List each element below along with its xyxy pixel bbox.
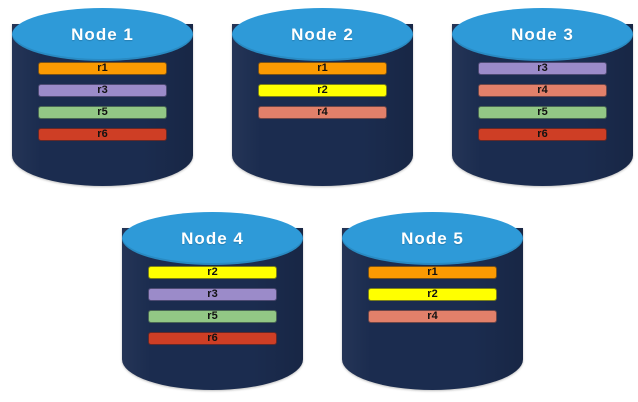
node-4-top-ellipse [122, 212, 303, 265]
node-3-top-ellipse [452, 8, 633, 61]
node-1-replica-list: r1 r3 r5 r6 [12, 62, 193, 141]
node-3-label: Node 3 [511, 24, 574, 44]
replica-bar[interactable]: r2 [148, 266, 277, 279]
node-2-top-ellipse [232, 8, 413, 61]
replica-bar[interactable]: r2 [368, 288, 497, 301]
node-2-replica-list: r1 r2 r4 [232, 62, 413, 119]
node-3-cylinder[interactable]: Node 3 r3 r4 r5 r6 [452, 8, 633, 186]
node-4-cylinder[interactable]: Node 4 r2 r3 r5 r6 [122, 212, 303, 390]
replica-bar[interactable]: r3 [478, 62, 607, 75]
node-2-cylinder[interactable]: Node 2 r1 r2 r4 [232, 8, 413, 186]
replica-bar[interactable]: r1 [38, 62, 167, 75]
replica-bar[interactable]: r3 [38, 84, 167, 97]
replica-bar[interactable]: r5 [478, 106, 607, 119]
node-1-label: Node 1 [71, 24, 134, 44]
replica-bar[interactable]: r4 [478, 84, 607, 97]
node-4-replica-list: r2 r3 r5 r6 [122, 266, 303, 345]
replica-bar[interactable]: r4 [368, 310, 497, 323]
replica-bar[interactable]: r2 [258, 84, 387, 97]
node-1-cylinder[interactable]: Node 1 r1 r3 r5 r6 [12, 8, 193, 186]
replica-bar[interactable]: r1 [368, 266, 497, 279]
replica-bar[interactable]: r4 [258, 106, 387, 119]
node-5-top-ellipse [342, 212, 523, 265]
replica-bar[interactable]: r1 [258, 62, 387, 75]
replica-bar[interactable]: r5 [148, 310, 277, 323]
replica-bar[interactable]: r6 [148, 332, 277, 345]
node-5-label: Node 5 [401, 228, 464, 248]
replica-bar[interactable]: r3 [148, 288, 277, 301]
replica-bar[interactable]: r6 [478, 128, 607, 141]
node-1-top-ellipse [12, 8, 193, 61]
replica-bar[interactable]: r5 [38, 106, 167, 119]
node-5-cylinder[interactable]: Node 5 r1 r2 r4 [342, 212, 523, 390]
node-5-replica-list: r1 r2 r4 [342, 266, 523, 323]
node-4-label: Node 4 [181, 228, 244, 248]
node-2-label: Node 2 [291, 24, 354, 44]
replica-bar[interactable]: r6 [38, 128, 167, 141]
node-3-replica-list: r3 r4 r5 r6 [452, 62, 633, 141]
